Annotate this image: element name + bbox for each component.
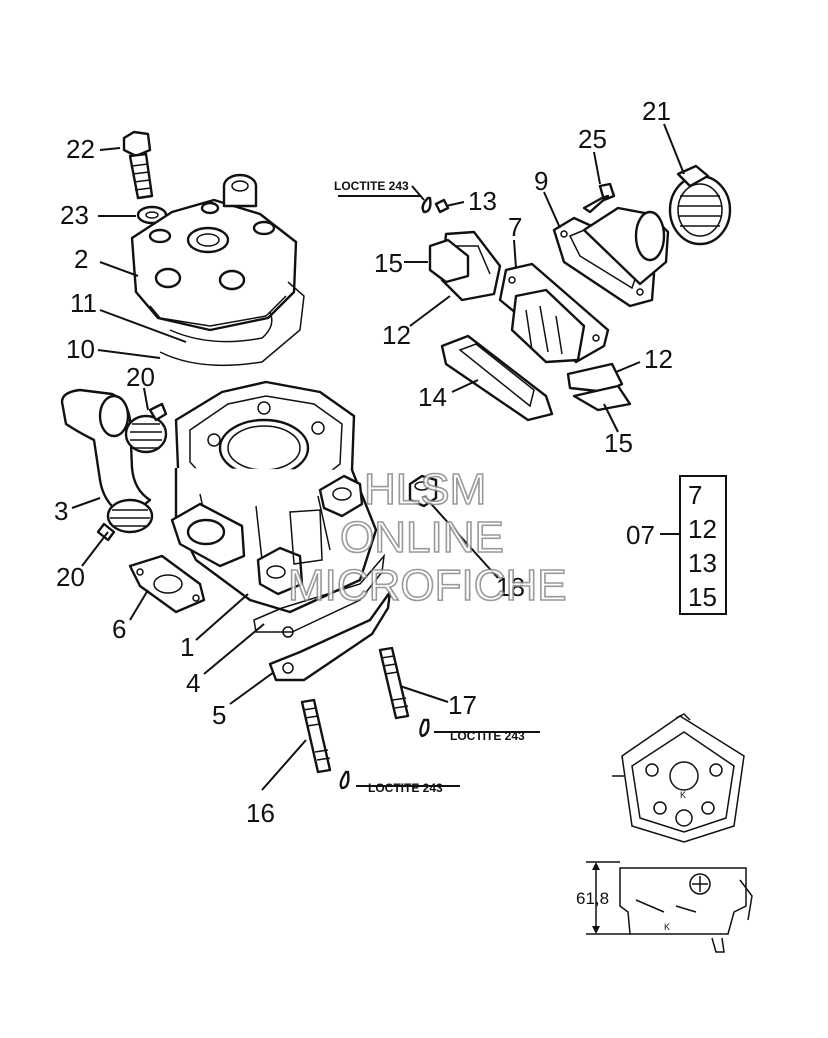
cylinder-head-2 (130, 173, 298, 332)
watermark-line-3: MICROFICHE (288, 561, 567, 610)
hose-clamp-21 (668, 164, 732, 246)
intake-manifold-9 (552, 206, 670, 308)
bolt-22 (122, 130, 154, 200)
bolt-25 (582, 182, 616, 214)
reed-gasket-14 (440, 334, 554, 422)
callout-07-kit: 07 (626, 520, 655, 550)
callout-20-lower: 20 (56, 562, 85, 592)
callout-16: 16 (246, 798, 275, 828)
callout-17: 17 (448, 690, 477, 720)
callout-numbers: 22 23 2 11 10 20 3 20 6 1 4 5 16 17 18 2… (54, 96, 673, 828)
callout-13: 13 (468, 186, 497, 216)
inset-top-view: K (612, 713, 745, 843)
stopper-15-lower (572, 384, 632, 412)
leader-lines (71, 123, 685, 791)
callout-25: 25 (578, 124, 607, 154)
hose-clamp-20-upper (124, 402, 168, 454)
kit-item-12: 12 (688, 514, 717, 544)
kit-item-15: 15 (688, 582, 717, 612)
hose-clamp-20-lower (96, 498, 154, 542)
o-ring-11 (169, 311, 273, 343)
cylinder-1 (170, 380, 378, 614)
callout-4: 4 (186, 668, 200, 698)
inset-dimension: 61,8 (576, 889, 609, 908)
callout-15-upper: 15 (374, 248, 403, 278)
kit-item-13: 13 (688, 548, 717, 578)
callout-18: 18 (496, 572, 525, 602)
callout-15-lower: 15 (604, 428, 633, 458)
inset-side-view: 61,8 K (576, 861, 753, 953)
callout-2: 2 (74, 244, 88, 274)
flange-gasket-6 (128, 554, 206, 614)
watermark-line-1: HLSM (364, 465, 486, 514)
watermark: HLSM ONLINE MICROFICHE (287, 464, 567, 611)
callout-23: 23 (60, 200, 89, 230)
callout-11: 11 (70, 288, 97, 318)
head-gasket-10 (159, 281, 305, 367)
callout-1: 1 (180, 632, 194, 662)
screw-13 (421, 196, 450, 214)
nut-18 (408, 474, 438, 508)
stud-16 (300, 698, 350, 790)
kit-box-07: 7 12 13 15 (679, 475, 727, 615)
stud-17 (378, 646, 430, 738)
callout-14: 14 (418, 382, 447, 412)
watermark-line-2: ONLINE (340, 513, 504, 562)
inset-mark-k-bottom: K (664, 922, 670, 932)
callout-21: 21 (642, 96, 671, 126)
callout-9: 9 (534, 166, 548, 196)
callout-10: 10 (66, 334, 95, 364)
loctite-note-stud-17: LOCTITE 243 (450, 729, 525, 743)
loctite-note-stud-16: LOCTITE 243 (368, 781, 443, 795)
hose-3 (60, 388, 152, 520)
inset-mark-k-top: K (680, 790, 686, 800)
callout-3: 3 (54, 496, 68, 526)
callout-7-diagram: 7 (508, 212, 522, 242)
callout-5: 5 (212, 700, 226, 730)
callout-22: 22 (66, 134, 95, 164)
callout-6: 6 (112, 614, 126, 644)
callout-12-lower: 12 (644, 344, 673, 374)
callout-20-upper: 20 (126, 362, 155, 392)
callout-12-upper: 12 (382, 320, 411, 350)
stopper-15-upper (428, 238, 470, 284)
base-gasket-4 (253, 553, 386, 633)
kit-item-7: 7 (688, 480, 702, 510)
reed-valve-7 (498, 262, 610, 364)
base-gasket-5 (268, 590, 392, 682)
loctite-note-top: LOCTITE 243 (334, 179, 409, 193)
